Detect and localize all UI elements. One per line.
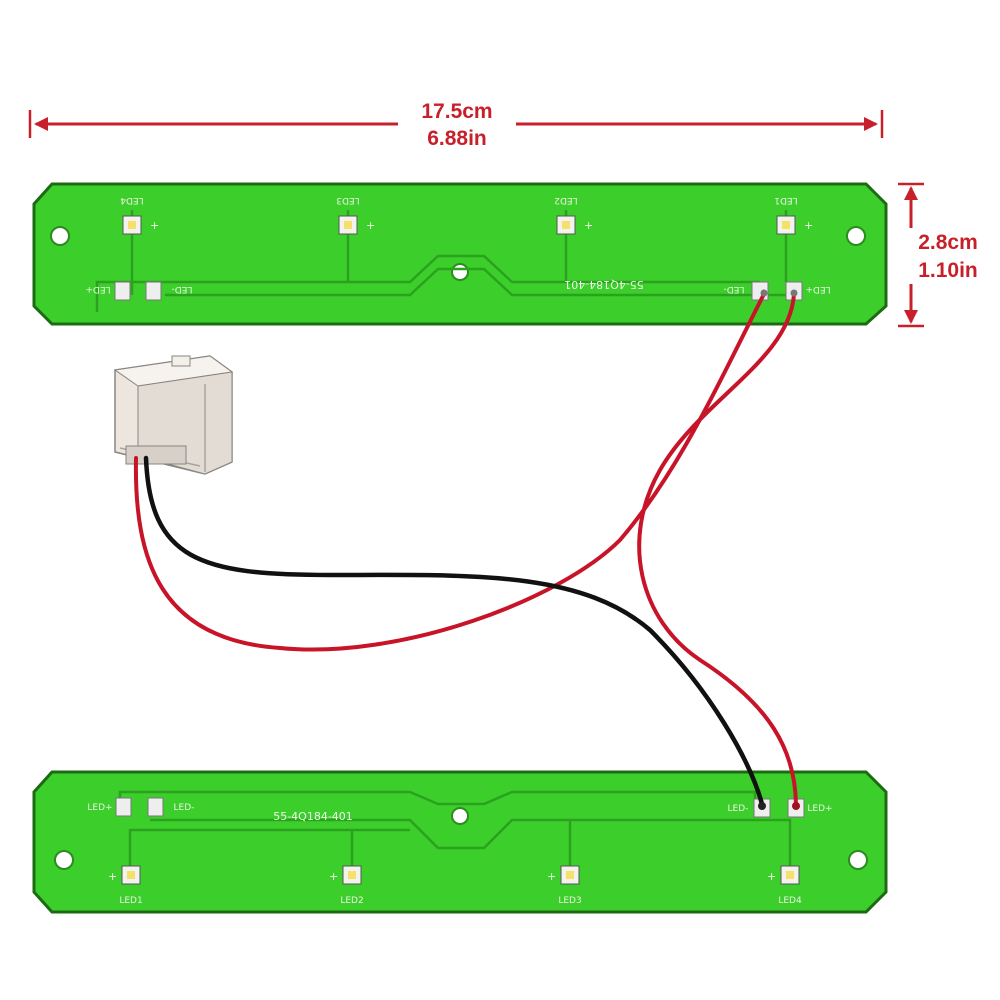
part-number: 55-4Q184-401 xyxy=(564,278,644,291)
plus-sign: + xyxy=(767,870,776,883)
led-label: LED4 xyxy=(120,195,144,205)
led-chip xyxy=(776,215,796,235)
mounting-hole xyxy=(846,226,866,246)
led-label: LED4 xyxy=(778,896,802,906)
top-pcb-board: LED4 LED3 LED2 LED1 + + + + 55-4Q184-401… xyxy=(32,182,888,326)
pad-label: LED+ xyxy=(807,804,832,814)
led-chip xyxy=(780,865,800,885)
led-label: LED1 xyxy=(774,195,797,205)
solder-pad xyxy=(115,797,132,817)
mounting-hole xyxy=(848,850,868,870)
pad-label: LED+ xyxy=(87,803,112,813)
led-chip xyxy=(122,215,142,235)
plus-sign: + xyxy=(804,219,813,232)
red-wire-top xyxy=(133,292,766,652)
plus-sign: + xyxy=(547,870,556,883)
mounting-hole xyxy=(54,850,74,870)
solder-pad xyxy=(147,797,164,817)
black-wire-bottom xyxy=(143,455,765,807)
mounting-hole xyxy=(451,807,469,825)
plus-sign: + xyxy=(108,870,117,883)
solder-pad xyxy=(145,281,162,301)
width-dimension: 17.5cm 6.88in xyxy=(28,100,884,150)
wire-harness xyxy=(133,289,800,810)
mounting-hole xyxy=(451,263,469,281)
height-in-label: 1.10in xyxy=(918,259,978,282)
pad-label: LED- xyxy=(728,804,749,814)
width-cm-label: 17.5cm xyxy=(421,100,492,123)
plus-sign: + xyxy=(584,219,593,232)
led-chip xyxy=(556,215,576,235)
solder-pad xyxy=(114,281,131,301)
mounting-hole xyxy=(50,226,70,246)
led-label: LED3 xyxy=(558,896,581,906)
pad-label: LED+ xyxy=(805,284,830,294)
led-label: LED3 xyxy=(336,195,359,205)
led-label: LED1 xyxy=(119,896,142,906)
led-chip xyxy=(338,215,358,235)
plus-sign: + xyxy=(150,219,159,232)
led-label: LED2 xyxy=(554,195,577,205)
height-cm-label: 2.8cm xyxy=(918,231,978,254)
plus-sign: + xyxy=(366,219,375,232)
width-in-label: 6.88in xyxy=(427,127,487,150)
height-dimension: 2.8cm 1.10in xyxy=(898,182,978,328)
led-chip xyxy=(342,865,362,885)
pad-label: LED+ xyxy=(85,284,110,294)
bottom-pcb-board: LED1 LED2 LED3 LED4 + + + + 55-4Q184-401… xyxy=(32,770,888,914)
led-label: LED2 xyxy=(340,896,363,906)
led-chip xyxy=(121,865,141,885)
pad-label: LED- xyxy=(724,284,745,294)
led-chip xyxy=(560,865,580,885)
wire-connector-plug xyxy=(113,355,234,475)
pad-label: LED- xyxy=(172,284,193,294)
red-wire-bridge xyxy=(637,292,798,806)
plus-sign: + xyxy=(329,870,338,883)
pad-label: LED- xyxy=(174,803,195,813)
part-number: 55-4Q184-401 xyxy=(273,810,353,823)
